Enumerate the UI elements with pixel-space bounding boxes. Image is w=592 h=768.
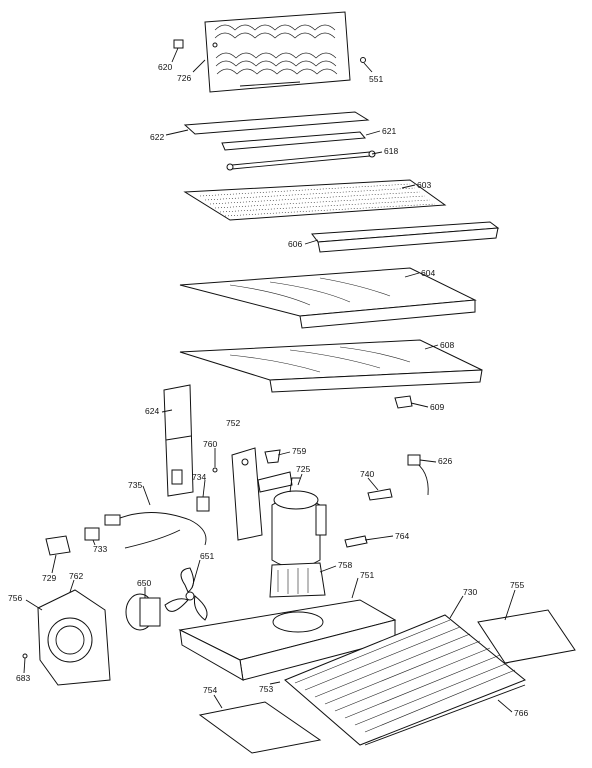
label-758: 758 xyxy=(338,560,352,570)
label-755: 755 xyxy=(510,580,524,590)
part-752-bracket xyxy=(231,447,293,541)
evaporator-coil-726 xyxy=(204,11,351,93)
part-622-cover xyxy=(183,111,370,135)
part-618-heater-rod xyxy=(226,150,376,171)
leader-lines xyxy=(23,47,516,713)
label-760: 760 xyxy=(203,439,217,449)
part-650-fan-motor xyxy=(125,593,161,631)
label-551: 551 xyxy=(369,74,383,84)
label-762: 762 xyxy=(69,571,83,581)
part-651-fan-blade xyxy=(164,567,208,621)
part-764-wire xyxy=(344,535,368,548)
part-734-connector xyxy=(196,496,210,512)
label-759: 759 xyxy=(292,446,306,456)
label-624: 624 xyxy=(145,406,159,416)
part-735-harness xyxy=(104,512,207,549)
part-751-base-pan xyxy=(178,599,397,681)
part-758-base xyxy=(269,562,326,598)
part-624-bracket xyxy=(163,384,194,497)
label-603: 603 xyxy=(417,180,431,190)
part-608-pan xyxy=(179,339,483,393)
label-618: 618 xyxy=(384,146,398,156)
part-603-mesh-panel xyxy=(183,179,447,221)
label-735: 735 xyxy=(128,480,142,490)
part-729-box xyxy=(45,535,71,556)
part-760-screw xyxy=(212,467,218,473)
label-626: 626 xyxy=(438,456,452,466)
part-604-pan xyxy=(179,267,477,329)
part-725-compressor xyxy=(271,477,327,568)
label-752: 752 xyxy=(226,418,240,428)
label-754: 754 xyxy=(203,685,217,695)
part-683-screw xyxy=(22,653,28,659)
label-753: 753 xyxy=(259,684,273,694)
part-740-relay xyxy=(367,488,393,501)
label-620: 620 xyxy=(158,62,172,72)
part-730-condenser xyxy=(284,614,526,746)
label-651: 651 xyxy=(200,551,214,561)
label-621: 621 xyxy=(382,126,396,136)
label-650: 650 xyxy=(137,578,151,588)
label-740: 740 xyxy=(360,469,374,479)
label-733: 733 xyxy=(93,544,107,554)
label-622: 622 xyxy=(150,132,164,142)
part-609-clip xyxy=(394,395,413,409)
label-609: 609 xyxy=(430,402,444,412)
label-604: 604 xyxy=(421,268,435,278)
part-759-grommet xyxy=(264,449,281,464)
part-labels: 620 726 551 622 621 618 603 606 604 608 … xyxy=(8,62,528,718)
label-606: 606 xyxy=(288,239,302,249)
label-683: 683 xyxy=(16,673,30,683)
part-551-screw xyxy=(360,57,366,63)
label-730: 730 xyxy=(463,587,477,597)
label-766: 766 xyxy=(514,708,528,718)
label-764: 764 xyxy=(395,531,409,541)
part-606-trim xyxy=(311,221,500,253)
part-733-capacitor xyxy=(84,527,100,541)
part-756-shroud xyxy=(37,589,111,686)
part-755-panel xyxy=(477,609,576,664)
part-754-panel xyxy=(198,701,322,754)
label-734: 734 xyxy=(192,472,206,482)
label-608: 608 xyxy=(440,340,454,350)
label-729: 729 xyxy=(42,573,56,583)
label-725: 725 xyxy=(296,464,310,474)
label-726: 726 xyxy=(177,73,191,83)
part-620-clip xyxy=(173,39,184,49)
label-756: 756 xyxy=(8,593,22,603)
part-766-rail xyxy=(364,684,526,746)
part-621-rail xyxy=(221,131,366,151)
label-751: 751 xyxy=(360,570,374,580)
